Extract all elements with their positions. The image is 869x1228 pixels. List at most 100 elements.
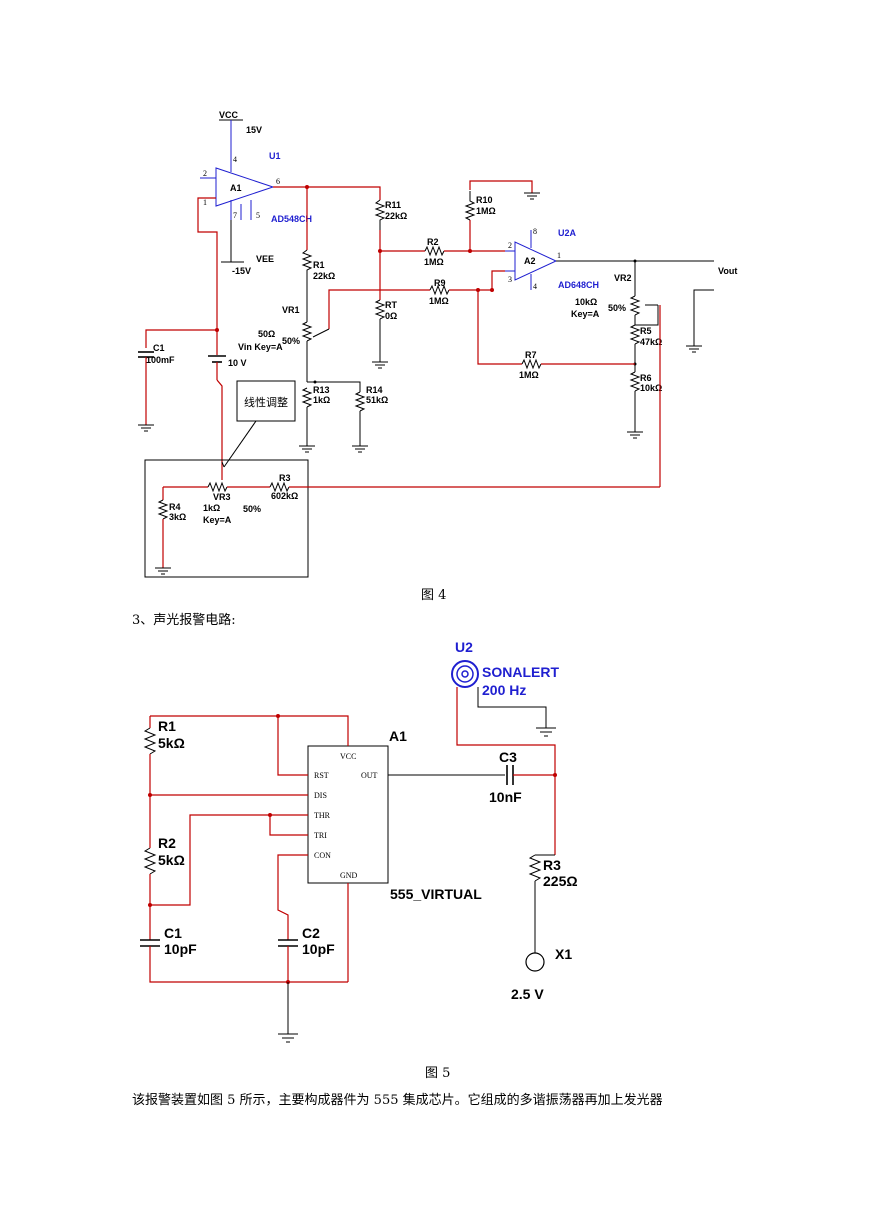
- body-paragraph: 该报警装置如图 5 所示，主要构成器件为 555 集成芯片。它组成的多谐振荡器再…: [132, 1092, 663, 1108]
- frequency-label: 200 Hz: [482, 682, 526, 698]
- r13-value: 1kΩ: [313, 395, 330, 405]
- c2-label: C2: [302, 925, 320, 941]
- vr1-percent: 50%: [282, 336, 300, 346]
- vr1-value: 50Ω: [258, 329, 275, 339]
- pin-8: 8: [533, 227, 537, 236]
- pin-con: CON: [314, 851, 331, 860]
- pin-tri: TRI: [314, 831, 327, 840]
- r4-value: 3kΩ: [169, 512, 186, 522]
- rt-value: 0Ω: [385, 311, 397, 321]
- pin-5: 5: [256, 211, 260, 220]
- x1-label: X1: [555, 946, 572, 962]
- pin-2: 2: [203, 169, 207, 178]
- c1-label: C1: [164, 925, 182, 941]
- vr3-label: VR3: [213, 492, 231, 502]
- vr2-value: 10kΩ: [575, 297, 597, 307]
- c2-value: 10pF: [302, 941, 335, 957]
- c1-value: 10pF: [164, 941, 197, 957]
- r1-label: R1: [158, 718, 176, 734]
- a1-label: A1: [389, 728, 407, 744]
- section-heading: 3、声光报警电路:: [132, 612, 236, 628]
- r2-value: 1MΩ: [424, 257, 444, 267]
- opamp-a2-label: A2: [524, 256, 536, 266]
- r2-label: R2: [158, 835, 176, 851]
- vr2-percent: 50%: [608, 303, 626, 313]
- vr2-label: VR2: [614, 273, 632, 283]
- r5-label: R5: [640, 326, 652, 336]
- r2-value: 5kΩ: [158, 852, 185, 868]
- r9-value: 1MΩ: [429, 296, 449, 306]
- vee-voltage: -15V: [232, 266, 251, 276]
- vout-label: Vout: [718, 266, 737, 276]
- pin-3b: 3: [508, 275, 512, 284]
- r4-label: R4: [169, 502, 181, 512]
- x1-voltage: 2.5 V: [511, 986, 544, 1002]
- c3-value: 10nF: [489, 789, 522, 805]
- figure-5-circuit: U2 SONALERT 200 Hz A1 555_VIRTUAL VCC RS…: [140, 639, 578, 1043]
- vcc-label: VCC: [219, 110, 239, 120]
- opamp-u2a-symbol: [514, 241, 558, 281]
- vr1-label: VR1: [282, 305, 300, 315]
- r7-label: R7: [525, 350, 537, 360]
- vr3-key: Key=A: [203, 515, 232, 525]
- opamp-u1-symbol: [215, 167, 275, 207]
- pin-out: OUT: [361, 771, 378, 780]
- ad648-label: AD648CH: [558, 280, 599, 290]
- r6-value: 10kΩ: [640, 383, 662, 393]
- r7-value: 1MΩ: [519, 370, 539, 380]
- r10-value: 1MΩ: [476, 206, 496, 216]
- vr3-percent: 50%: [243, 504, 261, 514]
- r2-label: R2: [427, 237, 439, 247]
- r5-value: 47kΩ: [640, 337, 662, 347]
- battery-voltage: 10 V: [228, 358, 247, 368]
- vr1-key: Vin Key=A: [238, 342, 283, 352]
- r11-value: 22kΩ: [385, 211, 407, 221]
- chip-name: 555_VIRTUAL: [390, 886, 482, 902]
- pin-rst: RST: [314, 771, 329, 780]
- lamp-icon: [525, 952, 545, 972]
- r3-value: 225Ω: [543, 873, 578, 889]
- figure-5-caption: 图 5: [425, 1066, 450, 1081]
- u2a-label: U2A: [558, 228, 577, 238]
- pin-dis: DIS: [314, 791, 327, 800]
- vr3-value: 1kΩ: [203, 503, 220, 513]
- r14-value: 51kΩ: [366, 395, 388, 405]
- vee-label: VEE: [256, 254, 274, 264]
- rt-label: RT: [385, 300, 397, 310]
- r3-value: 602kΩ: [271, 491, 298, 501]
- pin-gnd: GND: [340, 871, 358, 880]
- r3-label: R3: [279, 473, 291, 483]
- r1-value: 5kΩ: [158, 735, 185, 751]
- r10-label: R10: [476, 195, 493, 205]
- linear-adjust-block: [144, 459, 309, 578]
- c3-label: C3: [499, 749, 517, 765]
- pin-4: 4: [233, 155, 237, 164]
- pin-6: 6: [276, 177, 280, 186]
- r11-label: R11: [385, 200, 401, 210]
- vcc-voltage: 15V: [246, 125, 262, 135]
- pin-2b: 2: [508, 241, 512, 250]
- linear-adjust-label: 线性调整: [244, 395, 288, 409]
- r14-label: R14: [366, 385, 383, 395]
- u1-label: U1: [269, 151, 281, 161]
- sonalert-label: SONALERT: [482, 664, 559, 680]
- pin-vcc: VCC: [340, 752, 356, 761]
- r1-label: R1: [313, 260, 325, 270]
- r13-label: R13: [313, 385, 330, 395]
- vr2-key: Key=A: [571, 309, 600, 319]
- u2-label: U2: [455, 639, 473, 655]
- c1-value: 100mF: [146, 355, 175, 365]
- r9-label: R9: [434, 278, 446, 288]
- pin-1: 1: [203, 198, 207, 207]
- pin-1b: 1: [557, 251, 561, 260]
- ad548-label: AD548CH: [271, 214, 312, 224]
- c1-label: C1: [153, 343, 165, 353]
- r1-value: 22kΩ: [313, 271, 335, 281]
- opamp-a1-label: A1: [230, 183, 242, 193]
- figure-4-caption: 图 4: [421, 588, 446, 603]
- r3-label: R3: [543, 857, 561, 873]
- sonalert-icon: [451, 660, 479, 688]
- pin-7: 7: [233, 211, 237, 220]
- pin-4b: 4: [533, 282, 537, 291]
